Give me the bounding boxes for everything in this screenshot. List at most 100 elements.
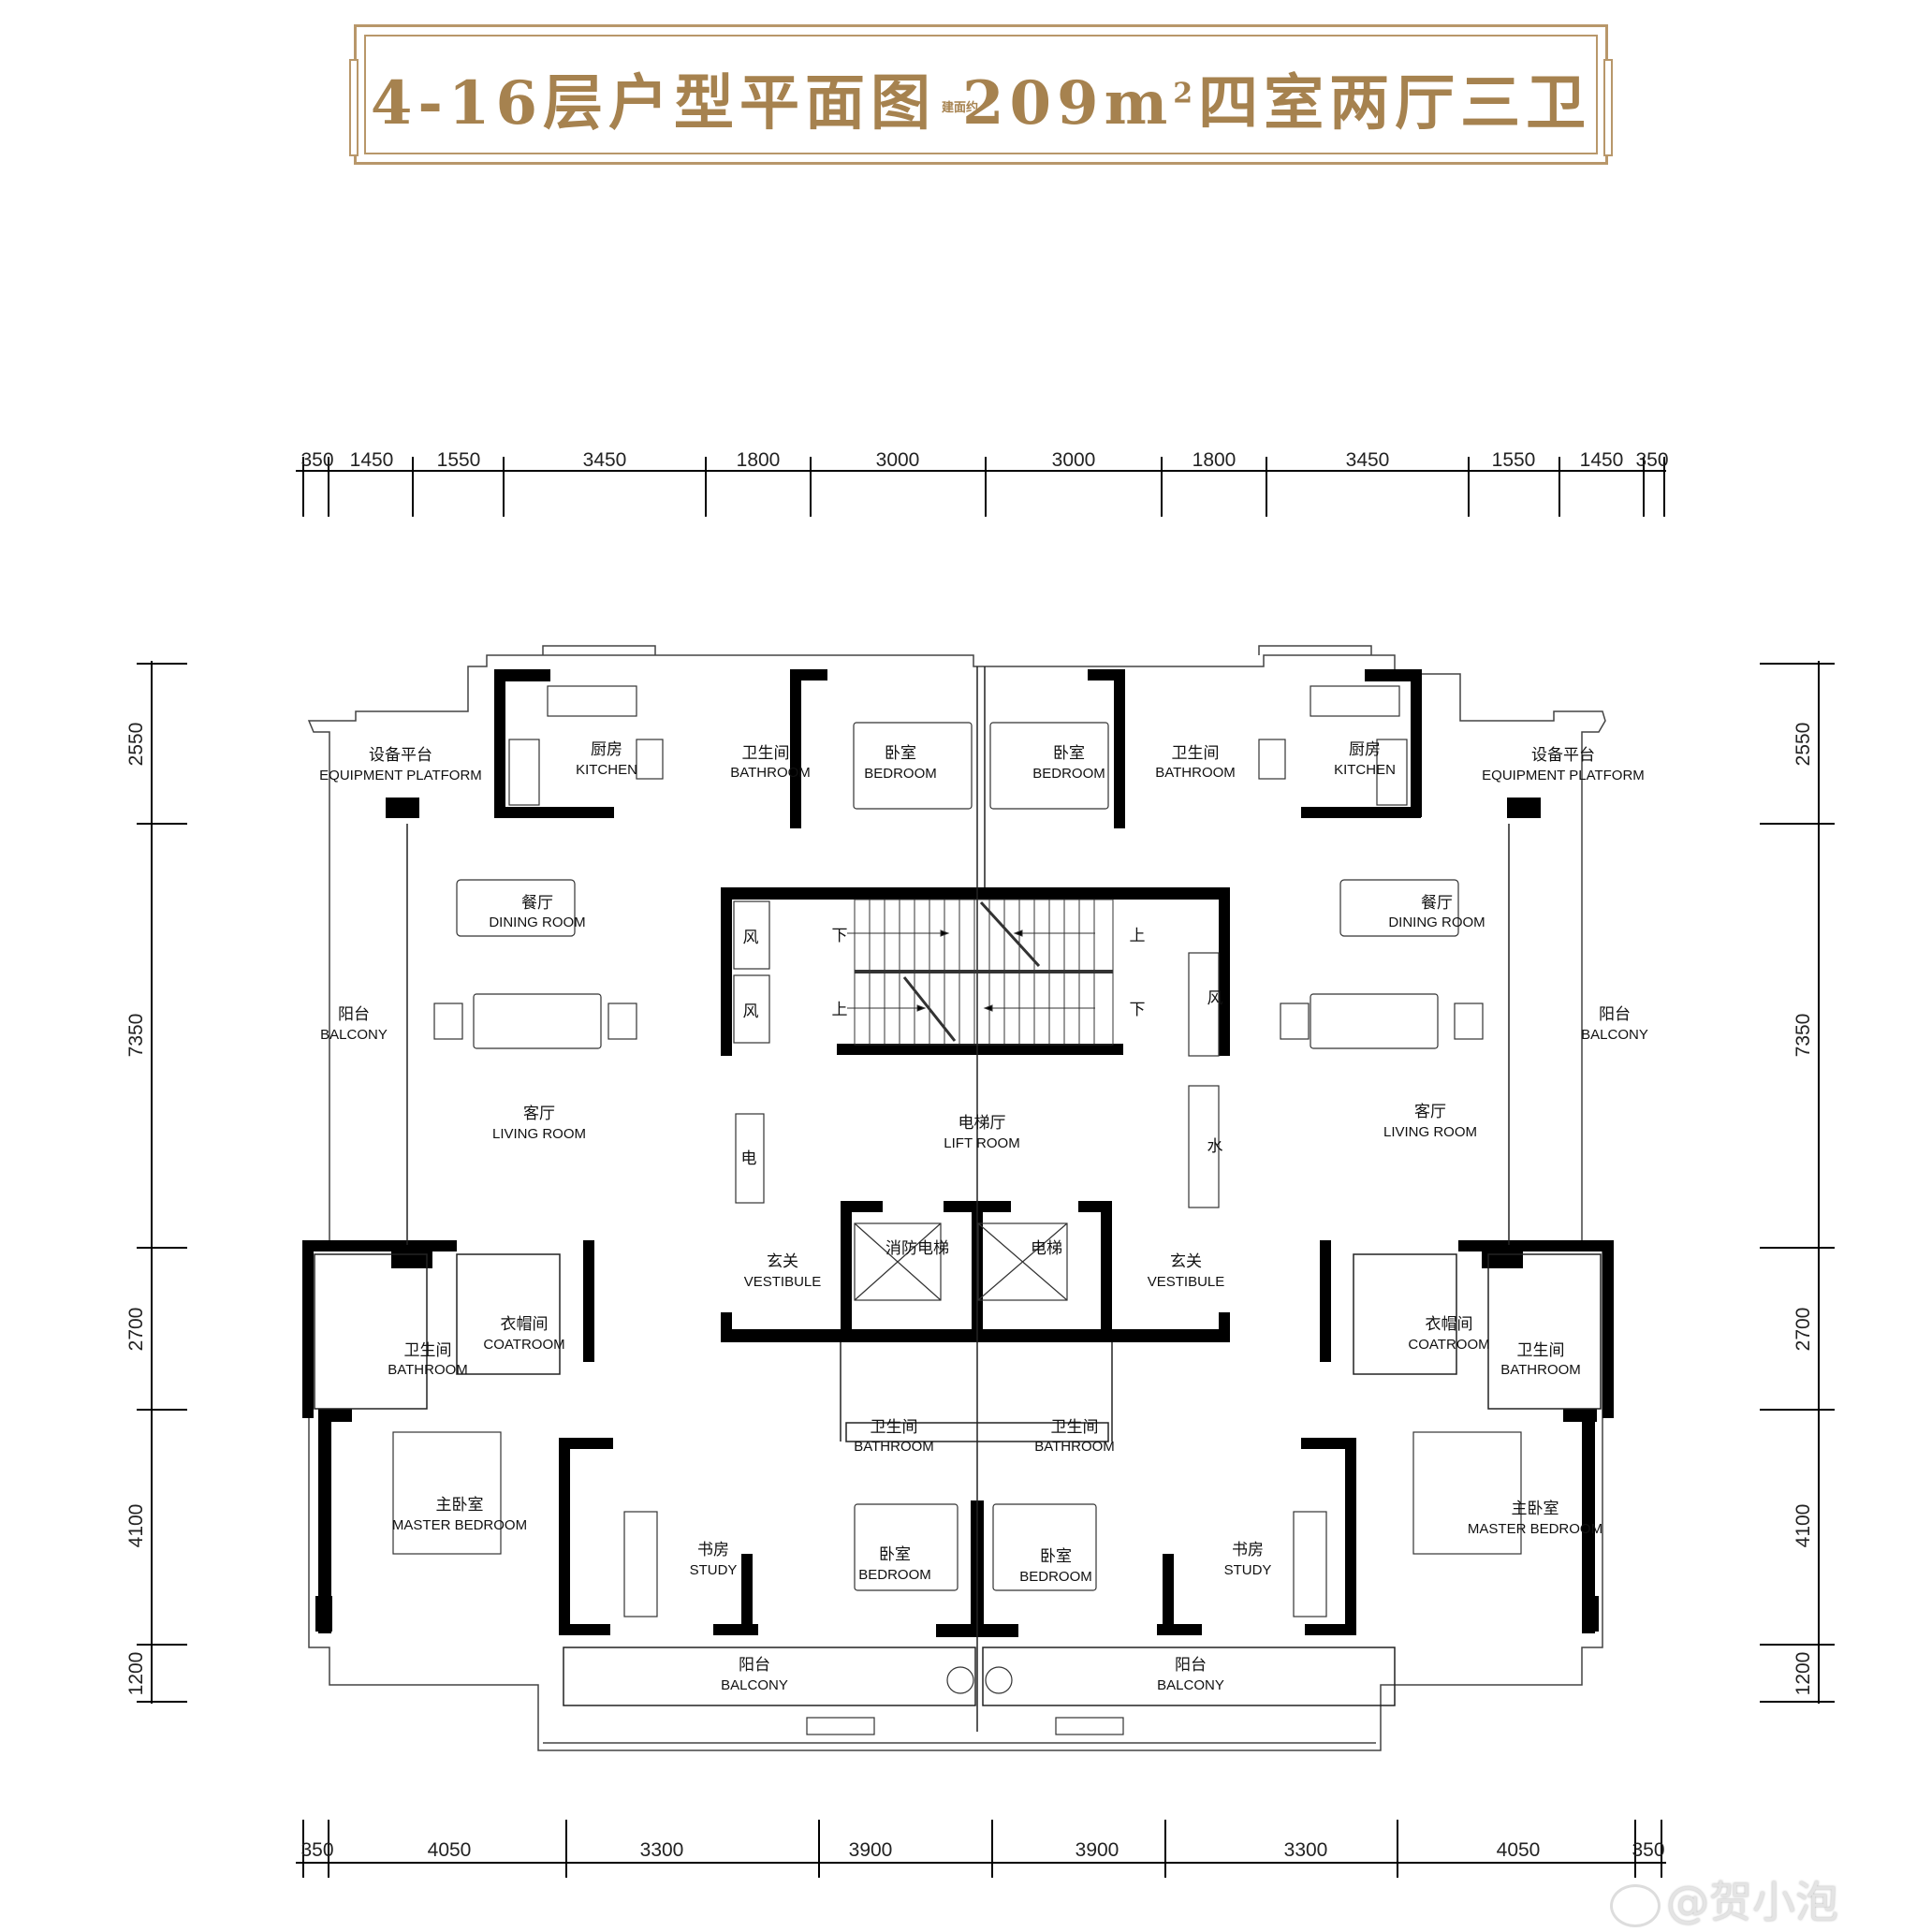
title-frame: 4-16层户型平面图建面约209m2四室两厅三卫: [349, 24, 1613, 165]
study-right-cn: 书房: [1232, 1541, 1264, 1559]
bathroom-center-right-cn: 卫生间: [1051, 1418, 1099, 1437]
bathroom-top-left-cn: 卫生间: [742, 744, 790, 763]
equip-platform-left-cn: 设备平台: [369, 746, 432, 765]
bedroom-top-right-cn: 卧室: [1053, 744, 1085, 763]
dim-top-0: 350: [300, 449, 333, 471]
dim-left-1: 7350: [125, 1014, 147, 1058]
dim-bottom-7: 350: [1632, 1839, 1664, 1861]
dining-right-cn: 餐厅: [1421, 894, 1453, 913]
title-floors: 4-16层户型平面图: [370, 68, 936, 139]
title-frame-inner: [364, 35, 1598, 154]
master-bedroom-right-en: MASTER BEDROOM: [1468, 1521, 1602, 1537]
dim-left-0: 2550: [125, 723, 147, 767]
dim-bottom-6: 4050: [1497, 1839, 1541, 1861]
stair-up-label-1: 上: [1130, 927, 1146, 945]
study-right-en: STUDY: [1224, 1562, 1272, 1578]
dim-left-2: 2700: [125, 1308, 147, 1352]
dim-left-3: 4100: [125, 1504, 147, 1548]
bedroom-top-right-en: BEDROOM: [1032, 766, 1105, 782]
master-bedroom-left-cn: 主卧室: [436, 1496, 484, 1515]
master-bedroom-right-cn: 主卧室: [1512, 1500, 1559, 1518]
balcony-bottom-left-cn: 阳台: [739, 1656, 770, 1675]
coatroom-right-en: COATROOM: [1408, 1337, 1489, 1353]
bathroom-mid-right-cn: 卫生间: [1517, 1341, 1565, 1360]
bathroom-center-left-cn: 卫生间: [871, 1418, 918, 1437]
dining-right-en: DINING ROOM: [1388, 915, 1485, 930]
right-dimension-labels: 2550 7350 2700 4100 1200: [1793, 723, 1814, 1696]
dim-bottom-4: 3900: [1076, 1839, 1119, 1861]
title-area: 209m: [961, 68, 1174, 139]
dim-top-3: 3450: [583, 449, 627, 471]
kitchen-left-cn: 厨房: [591, 740, 622, 759]
dim-right-0: 2550: [1793, 723, 1814, 767]
dim-top-8: 3450: [1346, 449, 1390, 471]
dim-top-2: 1550: [437, 449, 481, 471]
balcony-right-en: BALCONY: [1581, 1027, 1648, 1043]
watermark-text: @贺小泡: [1666, 1877, 1838, 1927]
dim-top-10: 1450: [1580, 449, 1624, 471]
balcony-bottom-right-en: BALCONY: [1157, 1677, 1224, 1693]
equip-platform-right-cn: 设备平台: [1531, 746, 1595, 765]
watermark: @贺小泡: [1610, 1868, 1838, 1930]
wind-shaft-label-1: 风: [743, 929, 759, 947]
bathroom-mid-left-en: BATHROOM: [388, 1362, 468, 1378]
bedroom-bottom-left-cn: 卧室: [879, 1545, 911, 1564]
bathroom-mid-left-cn: 卫生间: [404, 1341, 452, 1360]
bathroom-top-right-cn: 卫生间: [1172, 744, 1220, 763]
title-frame-tab-left: [349, 59, 359, 156]
bathroom-center-right-en: BATHROOM: [1034, 1439, 1115, 1455]
wind-shaft-label-2: 风: [743, 1003, 759, 1021]
master-bedroom-left-en: MASTER BEDROOM: [392, 1517, 527, 1533]
title-frame-tab-right: [1603, 59, 1613, 156]
kitchen-right-en: KITCHEN: [1334, 762, 1396, 778]
vestibule-left-en: VESTIBULE: [744, 1274, 822, 1290]
balcony-left-en: BALCONY: [320, 1027, 388, 1043]
living-left-cn: 客厅: [523, 1105, 555, 1123]
top-dimension-labels: 350 1450 1550 3450 1800 3000 3000 1800 3…: [300, 449, 1668, 471]
dim-bottom-2: 3300: [640, 1839, 684, 1861]
furniture: [392, 685, 1522, 1735]
dim-top-6: 3000: [1052, 449, 1096, 471]
vestibule-right-en: VESTIBULE: [1148, 1274, 1225, 1290]
dim-top-7: 1800: [1193, 449, 1237, 471]
stair-down-label-2: 下: [1130, 1001, 1146, 1019]
study-left-en: STUDY: [690, 1562, 738, 1578]
balcony-bottom-left-en: BALCONY: [721, 1677, 788, 1693]
kitchen-left-en: KITCHEN: [576, 762, 637, 778]
dining-left-cn: 餐厅: [521, 894, 553, 913]
weibo-icon: [1610, 1883, 1661, 1927]
lift-hall-en: LIFT ROOM: [944, 1135, 1019, 1151]
balcony-left-cn: 阳台: [338, 1005, 370, 1024]
dim-top-9: 1550: [1492, 449, 1536, 471]
dim-right-4: 1200: [1793, 1652, 1814, 1696]
study-left-cn: 书房: [697, 1541, 729, 1559]
electric-shaft-label: 电: [741, 1149, 757, 1168]
wind-shaft-label-3: 风: [1207, 989, 1223, 1008]
top-dimension-line: [296, 457, 1666, 517]
living-right-en: LIVING ROOM: [1383, 1124, 1477, 1140]
stair-up-label-2: 上: [832, 1001, 848, 1019]
room-labels: 设备平台 EQUIPMENT PLATFORM 厨房 KITCHEN 卫生间 B…: [319, 740, 1648, 1693]
dim-bottom-3: 3900: [849, 1839, 893, 1861]
dining-left-en: DINING ROOM: [489, 915, 585, 930]
dim-top-1: 1450: [350, 449, 394, 471]
lift-cars: [854, 1222, 1068, 1301]
equip-platform-left-en: EQUIPMENT PLATFORM: [319, 768, 482, 783]
bathroom-top-left-en: BATHROOM: [730, 765, 811, 781]
bathroom-center-left-en: BATHROOM: [854, 1439, 934, 1455]
dim-bottom-5: 3300: [1284, 1839, 1328, 1861]
dim-left-4: 1200: [125, 1652, 147, 1696]
dim-bottom-1: 4050: [428, 1839, 472, 1861]
dim-right-1: 7350: [1793, 1014, 1814, 1058]
bottom-dimension-line: [296, 1820, 1666, 1878]
fire-lift-label: 消防电梯: [885, 1239, 949, 1258]
right-dimension-line: [1760, 661, 1835, 1704]
left-dimension-labels: 2550 7350 2700 4100 1200: [125, 723, 147, 1696]
lift-hall-cn: 电梯厅: [958, 1114, 1006, 1133]
coatroom-left-cn: 衣帽间: [501, 1315, 549, 1334]
walls: [302, 669, 1614, 1637]
living-right-cn: 客厅: [1414, 1103, 1446, 1121]
interior-lines: [314, 666, 1602, 1732]
balcony-bottom-right-cn: 阳台: [1175, 1656, 1207, 1675]
